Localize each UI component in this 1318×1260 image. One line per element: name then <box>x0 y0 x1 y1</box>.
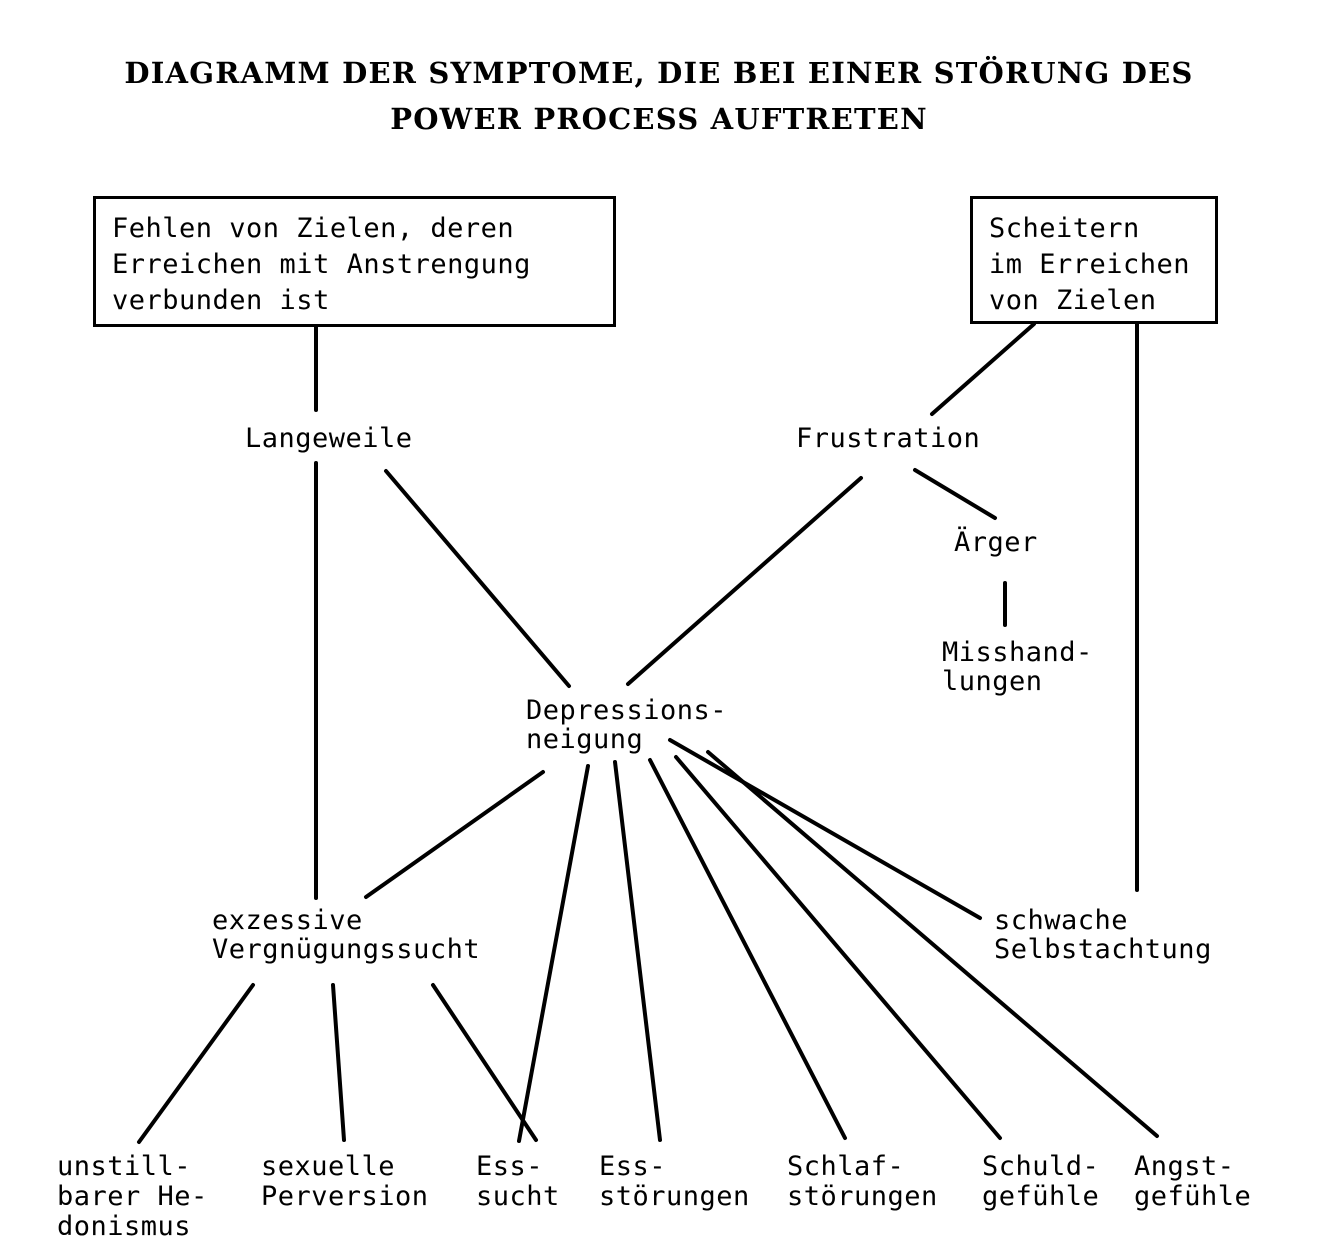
node-abuse-label: Misshand- lungen <box>942 637 1093 697</box>
node-boredom-label: Langeweile <box>245 423 413 454</box>
leaf-guilt-feelings: Schuld- gefühle <box>982 1152 1099 1212</box>
page-title: DIAGRAMM DER SYMPTOME, DIE BEI EINER STÖ… <box>0 50 1318 142</box>
leaf-sexual-perversion-label: sexuelle Perversion <box>261 1151 429 1212</box>
leaf-food-addiction-label: Ess- sucht <box>476 1151 560 1212</box>
edge-depression-sleepdisorders <box>648 758 847 1140</box>
edge-failure-frustration <box>930 322 1036 416</box>
edge-depression-eatingdisorders <box>613 760 662 1142</box>
box-lack-of-goals: Fehlen von Zielen, deren Erreichen mit A… <box>93 196 616 327</box>
node-abuse: Misshand- lungen <box>942 638 1093 696</box>
box-failure-to-attain-goals: Scheitern im Erreichen von Zielen <box>970 196 1218 324</box>
leaf-sleep-disorders: Schlaf- störungen <box>787 1152 938 1212</box>
leaf-anxiety-feelings: Angst- gefühle <box>1134 1152 1251 1212</box>
leaf-eating-disorders-label: Ess- störungen <box>599 1151 750 1212</box>
node-excessive-pleasure-seeking-label: exzessive Vergnügungssucht <box>212 905 481 965</box>
edge-depression-selfesteem <box>668 738 982 920</box>
edge-frustration-anger <box>913 468 997 520</box>
node-depression: Depressions- neigung <box>526 696 727 754</box>
leaf-insatiable-hedonism: unstill- barer He- donismus <box>57 1152 208 1242</box>
leaf-food-addiction: Ess- sucht <box>476 1152 560 1212</box>
leaf-sexual-perversion: sexuelle Perversion <box>261 1152 429 1212</box>
node-anger-label: Ärger <box>954 527 1038 558</box>
leaf-insatiable-hedonism-label: unstill- barer He- donismus <box>57 1151 208 1242</box>
edge-pleasure-hedonism <box>137 983 255 1144</box>
leaf-sleep-disorders-label: Schlaf- störungen <box>787 1151 938 1212</box>
leaf-anxiety-feelings-label: Angst- gefühle <box>1134 1151 1252 1212</box>
edge-depression-guiltfeelings <box>674 755 1002 1140</box>
page-title-line-1: DIAGRAMM DER SYMPTOME, DIE BEI EINER STÖ… <box>124 56 1194 90</box>
node-frustration-label: Frustration <box>796 423 981 454</box>
leaf-eating-disorders: Ess- störungen <box>599 1152 750 1212</box>
edge-boredom-depression <box>384 469 571 688</box>
box-lack-of-goals-label: Fehlen von Zielen, deren Erreichen mit A… <box>112 213 531 316</box>
edge-depression-anxietyfeelings <box>706 750 1159 1138</box>
node-frustration: Frustration <box>796 424 980 453</box>
edge-pleasure-perversion <box>331 983 346 1142</box>
node-low-self-esteem: schwache Selbstachtung <box>994 906 1212 964</box>
edge-depression-foodaddiction <box>517 764 590 1143</box>
edge-frustration-depression <box>626 476 863 686</box>
leaf-guilt-feelings-label: Schuld- gefühle <box>982 1151 1100 1212</box>
node-anger: Ärger <box>954 528 1038 557</box>
edge-depression-pleasure <box>364 770 545 899</box>
node-low-self-esteem-label: schwache Selbstachtung <box>994 905 1212 965</box>
page-title-line-2: POWER PROCESS AUFTRETEN <box>390 102 928 136</box>
box-failure-to-attain-goals-label: Scheitern im Erreichen von Zielen <box>989 213 1191 316</box>
node-boredom: Langeweile <box>245 424 413 453</box>
node-excessive-pleasure-seeking: exzessive Vergnügungssucht <box>212 906 480 964</box>
edge-pleasure-foodaddiction <box>431 983 538 1142</box>
node-depression-label: Depressions- neigung <box>526 695 728 755</box>
